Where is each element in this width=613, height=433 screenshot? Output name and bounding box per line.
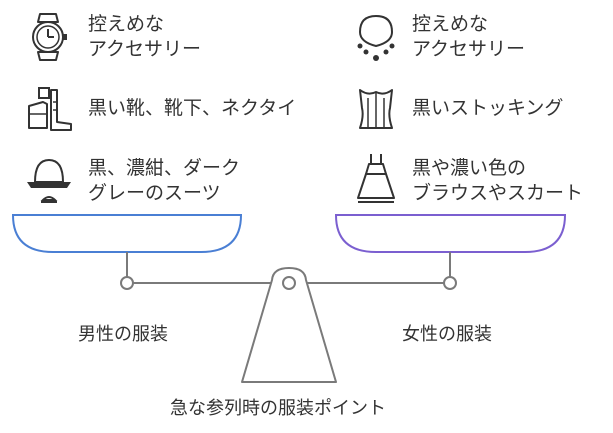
men-item-suit-line2: グレーのスーツ	[88, 182, 221, 204]
women-item-stockings-line1: 黒いストッキング	[412, 97, 564, 119]
women-item-accessories: 控えめな アクセサリー	[412, 12, 525, 62]
men-item-shoes: 黒い靴、靴下、ネクタイ	[88, 96, 296, 121]
women-label: 女性の服装	[402, 324, 492, 345]
right-pan	[334, 214, 567, 253]
necklace-icon	[357, 14, 395, 61]
diagram-title: 急な参列時の服装ポイント	[170, 398, 386, 419]
men-label: 男性の服装	[78, 324, 168, 345]
women-item-blouse-line1: 黒や濃い色の	[412, 157, 527, 179]
men-item-suit-line1: 黒、濃紺、ダーク	[88, 157, 241, 179]
men-item-accessories-line1: 控えめな	[88, 13, 165, 35]
men-item-accessories-line2: アクセサリー	[88, 38, 202, 60]
women-item-blouse: 黒や濃い色の ブラウスやスカート	[412, 156, 583, 206]
men-item-accessories: 控えめな アクセサリー	[88, 12, 201, 62]
scale-stand	[241, 267, 337, 383]
right-beam-end	[443, 276, 457, 290]
women-item-stockings: 黒いストッキング	[412, 96, 563, 121]
men-item-suit: 黒、濃紺、ダーク グレーのスーツ	[88, 156, 240, 206]
hat-icon	[27, 158, 71, 203]
corset-icon	[359, 89, 393, 129]
women-item-blouse-line2: ブラウスやスカート	[412, 182, 584, 204]
women-item-accessories-line1: 控えめな	[412, 13, 489, 35]
watch-icon	[32, 13, 67, 61]
left-pan	[11, 214, 243, 253]
women-item-accessories-line2: アクセサリー	[412, 38, 526, 60]
shoes-icon	[28, 87, 72, 131]
men-item-shoes-line1: 黒い靴、靴下、ネクタイ	[88, 97, 297, 119]
left-beam-end	[120, 276, 134, 290]
pivot	[282, 276, 296, 290]
dress-icon	[357, 154, 395, 203]
